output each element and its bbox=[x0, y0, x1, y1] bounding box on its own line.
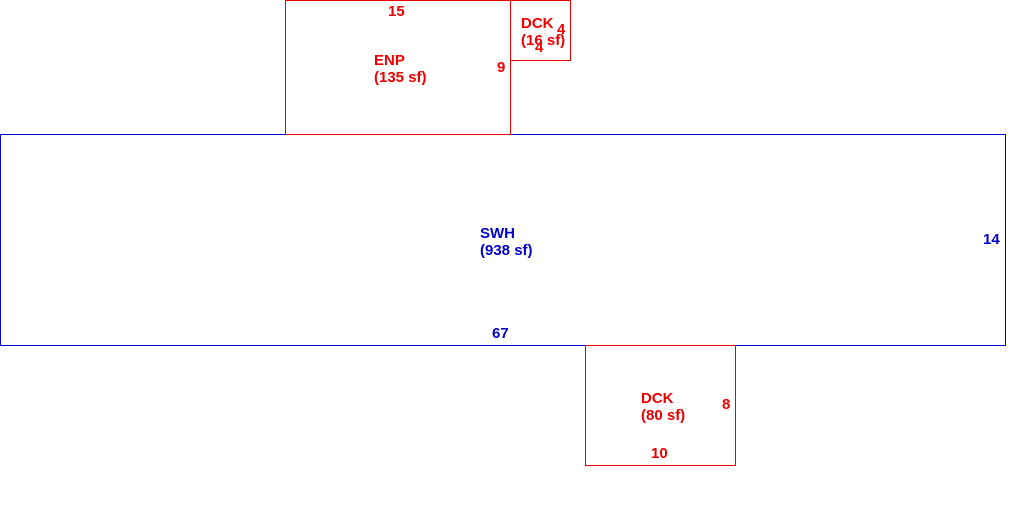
dck-large-code: DCK bbox=[641, 390, 674, 407]
dck-small-area-outline bbox=[510, 0, 571, 61]
swh-square-feet: (938 sf) bbox=[480, 242, 533, 259]
dck-large-height-dimension: 8 bbox=[722, 396, 731, 413]
enp-square-feet: (135 sf) bbox=[374, 69, 427, 86]
swh-width-dimension: 67 bbox=[492, 325, 509, 342]
dck-large-area-outline bbox=[585, 345, 736, 466]
swh-code: SWH bbox=[480, 225, 515, 242]
dck-large-square-feet: (80 sf) bbox=[641, 407, 686, 424]
dck-large-width-dimension: 10 bbox=[651, 445, 668, 462]
dck-small-area-label: DCK (16 sf) bbox=[521, 15, 565, 49]
dck-small-code: DCK bbox=[521, 15, 554, 32]
enp-height-dimension: 9 bbox=[497, 59, 506, 76]
enp-area-outline bbox=[285, 0, 511, 135]
swh-height-dimension: 14 bbox=[983, 231, 1000, 248]
enp-code: ENP bbox=[374, 52, 405, 69]
dck-small-width-dimension: 4 bbox=[535, 39, 544, 56]
swh-area-label: SWH (938 sf) bbox=[480, 225, 533, 259]
enp-area-label: ENP (135 sf) bbox=[374, 52, 427, 86]
dck-large-area-label: DCK (80 sf) bbox=[641, 390, 685, 424]
enp-width-dimension: 15 bbox=[388, 3, 405, 20]
dck-small-square-feet: (16 sf) bbox=[521, 32, 566, 49]
dck-small-height-dimension: 4 bbox=[557, 21, 566, 38]
